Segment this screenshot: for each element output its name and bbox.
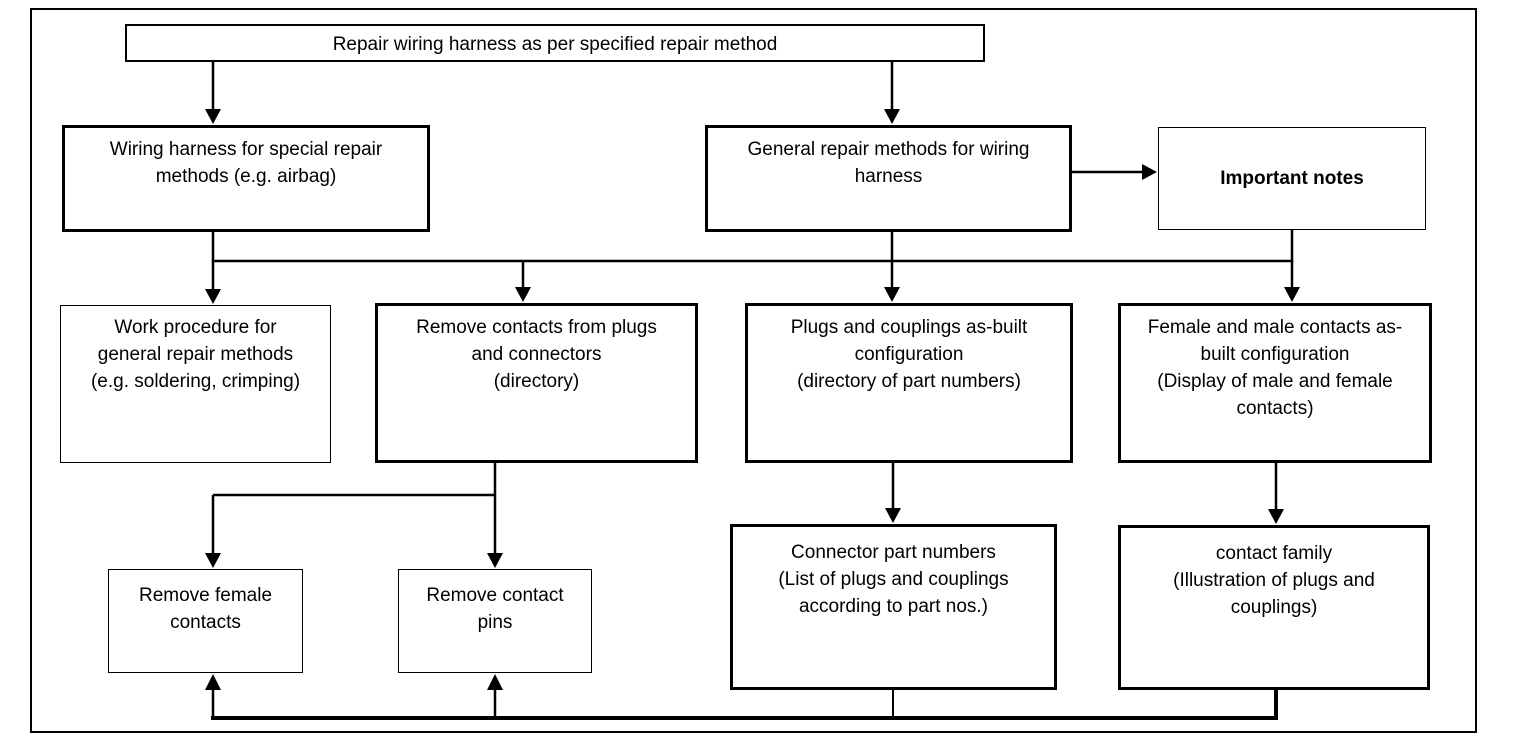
node-remove-contact-pins: Remove contact pins	[398, 569, 592, 673]
node-important-notes: Important notes	[1158, 127, 1426, 230]
node-repair-wiring-harness: Repair wiring harness as per specified r…	[125, 24, 985, 62]
node-special-repair-methods: Wiring harness for special repair method…	[62, 125, 430, 232]
node-contact-family: contact family (Illustration of plugs an…	[1118, 525, 1430, 690]
node-plugs-couplings-config: Plugs and couplings as-built configurati…	[745, 303, 1073, 463]
node-general-repair-methods: General repair methods for wiring harnes…	[705, 125, 1072, 232]
node-female-male-contacts-config: Female and male contacts as- built confi…	[1118, 303, 1432, 463]
node-work-procedure: Work procedure for general repair method…	[60, 305, 331, 463]
node-remove-female-contacts: Remove female contacts	[108, 569, 303, 673]
node-remove-contacts-from-plugs: Remove contacts from plugs and connector…	[375, 303, 698, 463]
node-connector-part-numbers: Connector part numbers (List of plugs an…	[730, 524, 1057, 690]
